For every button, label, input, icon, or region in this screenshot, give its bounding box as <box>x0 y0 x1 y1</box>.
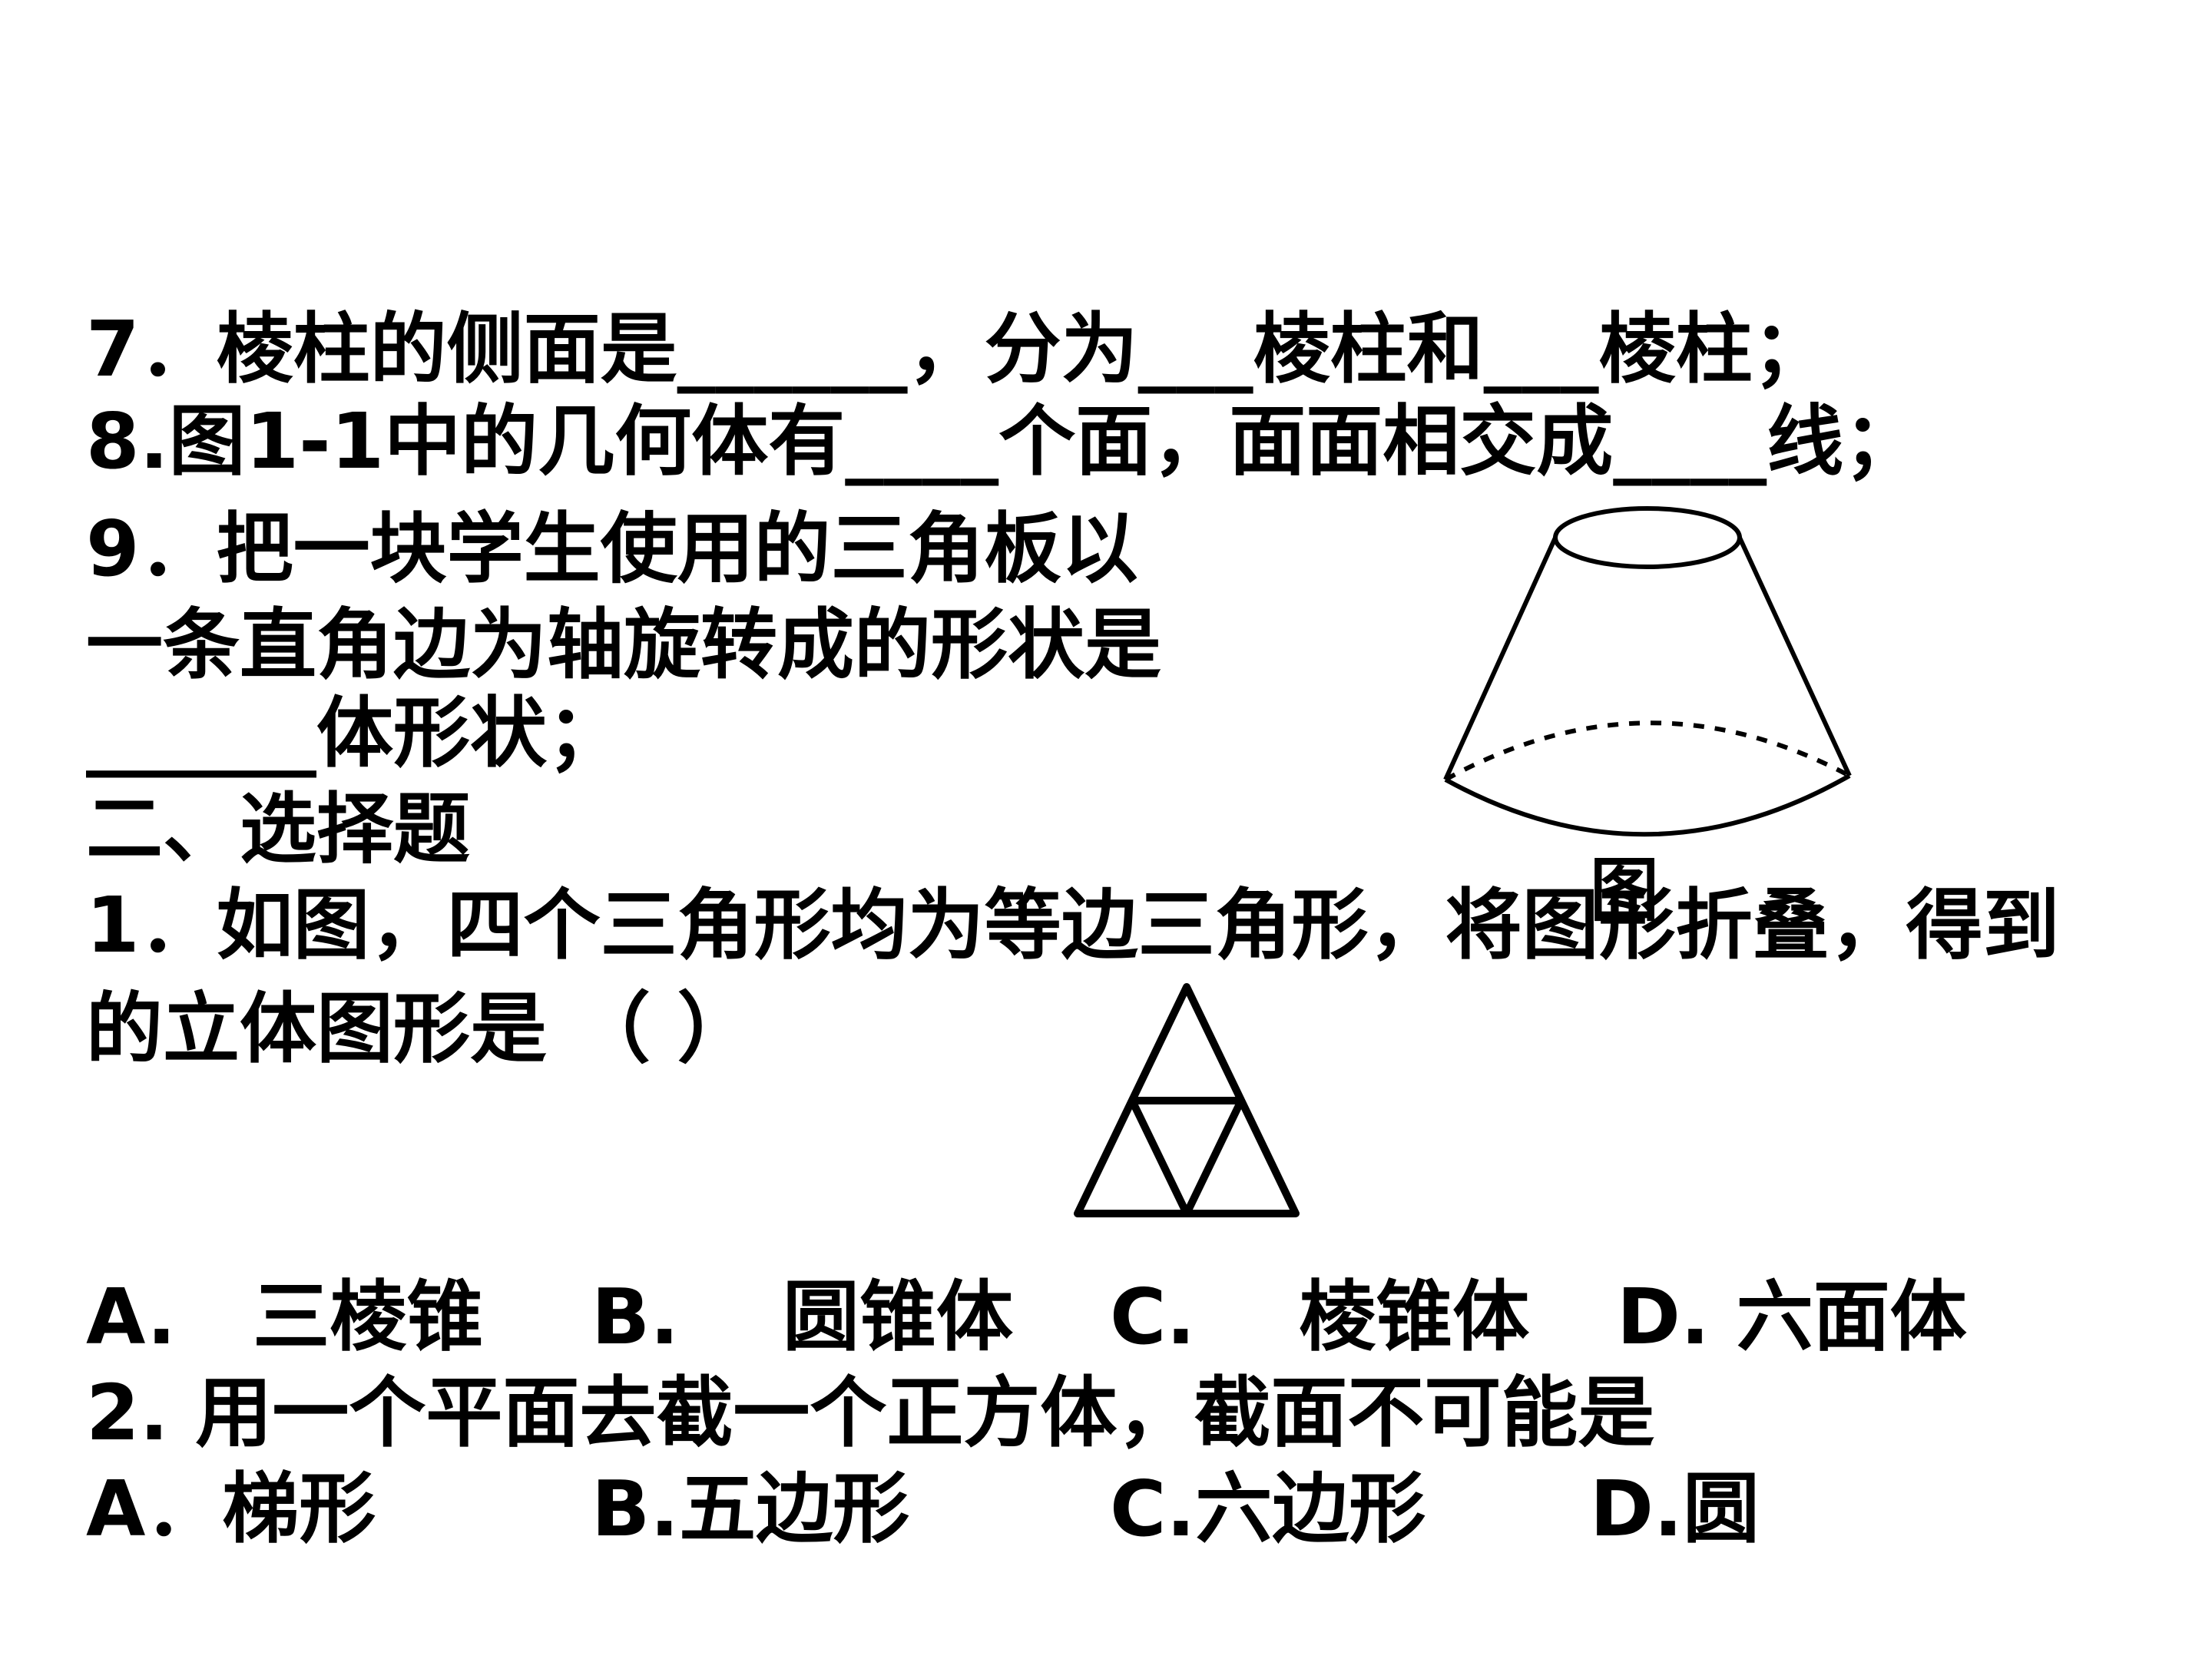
question-8: 8.图1-1中的几何体有____个面，面面相交成____线； <box>86 396 1921 486</box>
frustum-figure: 图 <box>1443 506 1852 931</box>
question-9-line-3: ______体形状； <box>86 688 624 778</box>
section-heading: 二、选择题 <box>86 784 470 874</box>
question-7: 7．棱柱的侧面是______，分为___棱柱和___棱柱； <box>86 304 1830 394</box>
choice-2-stem: 2. 用一个平面去截一个正方体，截面不可能是 <box>86 1368 1655 1458</box>
question-9-line-2: 一条直角边为轴旋转成的形状是 <box>86 600 1161 690</box>
choice-1-option-a: A. 三棱锥 <box>86 1272 484 1362</box>
figure-caption: 图 <box>1590 850 1659 931</box>
choice-1-stem-line-1: 1．如图，四个三角形均为等边三角形，将图形折叠，得到 <box>86 880 2060 970</box>
choice-1-option-d: D. 六面体 <box>1617 1272 1967 1362</box>
choice-2-option-c: C.六边形 <box>1110 1464 1426 1554</box>
question-9-line-1: 9．把一块学生使用的三角板以 <box>86 504 1138 594</box>
choice-2-option-b: B.五边形 <box>591 1464 910 1554</box>
triangle-net-figure <box>1074 983 1300 1217</box>
choice-2-option-a: A．梯形 <box>86 1464 376 1554</box>
choice-1-option-b: B. 圆锥体 <box>591 1272 1014 1362</box>
choice-1-stem-line-2: 的立体图形是 （ ） <box>86 984 754 1074</box>
choice-2-option-d: D.圆 <box>1590 1464 1760 1554</box>
choice-1-option-c: C. 棱锥体 <box>1110 1272 1530 1362</box>
